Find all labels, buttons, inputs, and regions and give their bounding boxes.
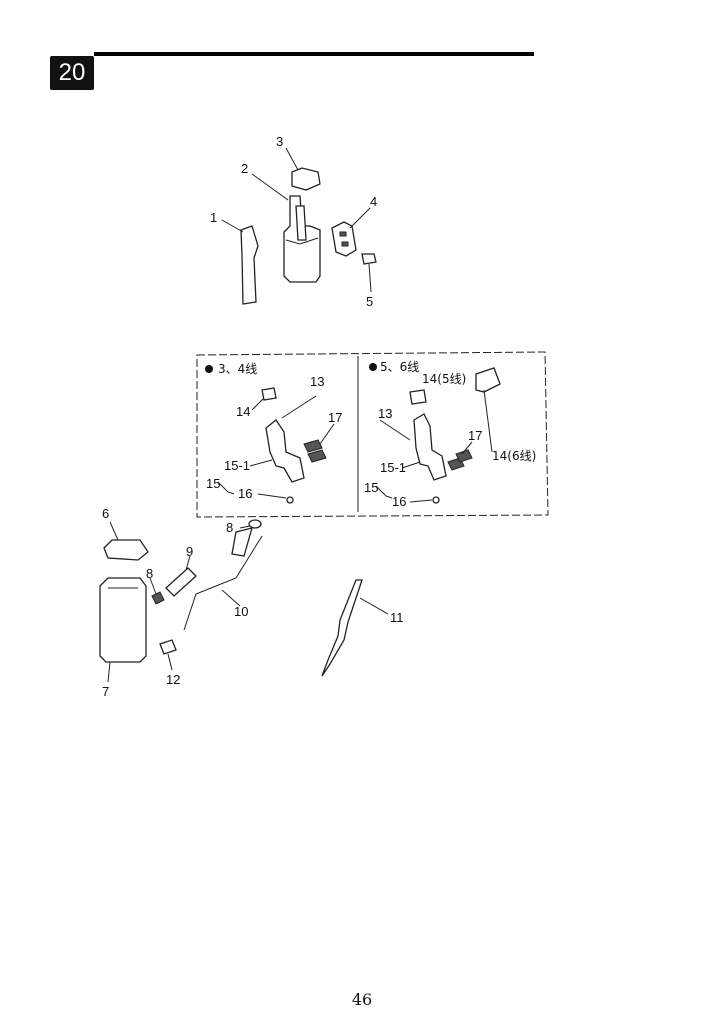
part-11-blade bbox=[321, 579, 363, 677]
part-5-screw bbox=[361, 253, 377, 265]
label-7: 7 bbox=[102, 684, 109, 699]
section-number-badge: 20 bbox=[50, 56, 94, 90]
label-left-13: 13 bbox=[310, 374, 324, 389]
label-left-16: 16 bbox=[238, 486, 252, 501]
label-11: 11 bbox=[390, 610, 404, 625]
part-4-bracket bbox=[331, 221, 357, 257]
part-12-screw bbox=[159, 639, 177, 655]
label-left-15-1: 15-1 bbox=[224, 458, 250, 473]
label-1: 1 bbox=[210, 210, 217, 225]
label-4: 4 bbox=[370, 194, 377, 209]
inset-right-part-14-small bbox=[409, 389, 427, 405]
part-1-lever bbox=[240, 225, 259, 305]
inset-frame bbox=[196, 351, 549, 518]
label-right-17: 17 bbox=[468, 428, 482, 443]
part-9-sleeve bbox=[165, 567, 197, 597]
label-9: 9 bbox=[186, 544, 193, 559]
part-8-ring-right bbox=[248, 519, 262, 529]
label-10: 10 bbox=[234, 604, 248, 619]
label-6: 6 bbox=[102, 506, 109, 521]
label-right-14-6: 14(6线) bbox=[492, 449, 536, 463]
label-right-13: 13 bbox=[378, 406, 392, 421]
label-left-14: 14 bbox=[236, 404, 250, 419]
label-8-right: 8 bbox=[226, 520, 233, 535]
part-6-cap bbox=[103, 539, 149, 561]
part-3-cap bbox=[291, 167, 321, 191]
label-left-17: 17 bbox=[328, 410, 342, 425]
inset-right-part-15-1 bbox=[413, 413, 447, 481]
page-number: 46 bbox=[351, 990, 373, 1009]
label-12: 12 bbox=[166, 672, 180, 687]
header-rule bbox=[94, 52, 534, 56]
inset-left-title: 3、4线 bbox=[218, 362, 257, 376]
label-right-14-5: 14(5线) bbox=[422, 372, 466, 386]
part-8-spring-left bbox=[151, 591, 165, 605]
label-5: 5 bbox=[366, 294, 373, 309]
inset-left-part-14 bbox=[261, 387, 277, 401]
label-left-15: 15 bbox=[206, 476, 220, 491]
inset-left-part-15-1 bbox=[265, 419, 305, 483]
label-right-15-1: 15-1 bbox=[380, 460, 406, 475]
label-3: 3 bbox=[276, 134, 283, 149]
inset-right-title: 5、6线 bbox=[380, 360, 419, 374]
inset-right-part-14-large bbox=[475, 367, 501, 393]
inset-left-part-17 bbox=[303, 439, 323, 453]
part-7-housing bbox=[99, 577, 147, 663]
label-right-16: 16 bbox=[392, 494, 406, 509]
label-2: 2 bbox=[241, 161, 248, 176]
part-10-rod bbox=[183, 535, 263, 631]
label-right-15: 15 bbox=[364, 480, 378, 495]
label-8-left: 8 bbox=[146, 566, 153, 581]
